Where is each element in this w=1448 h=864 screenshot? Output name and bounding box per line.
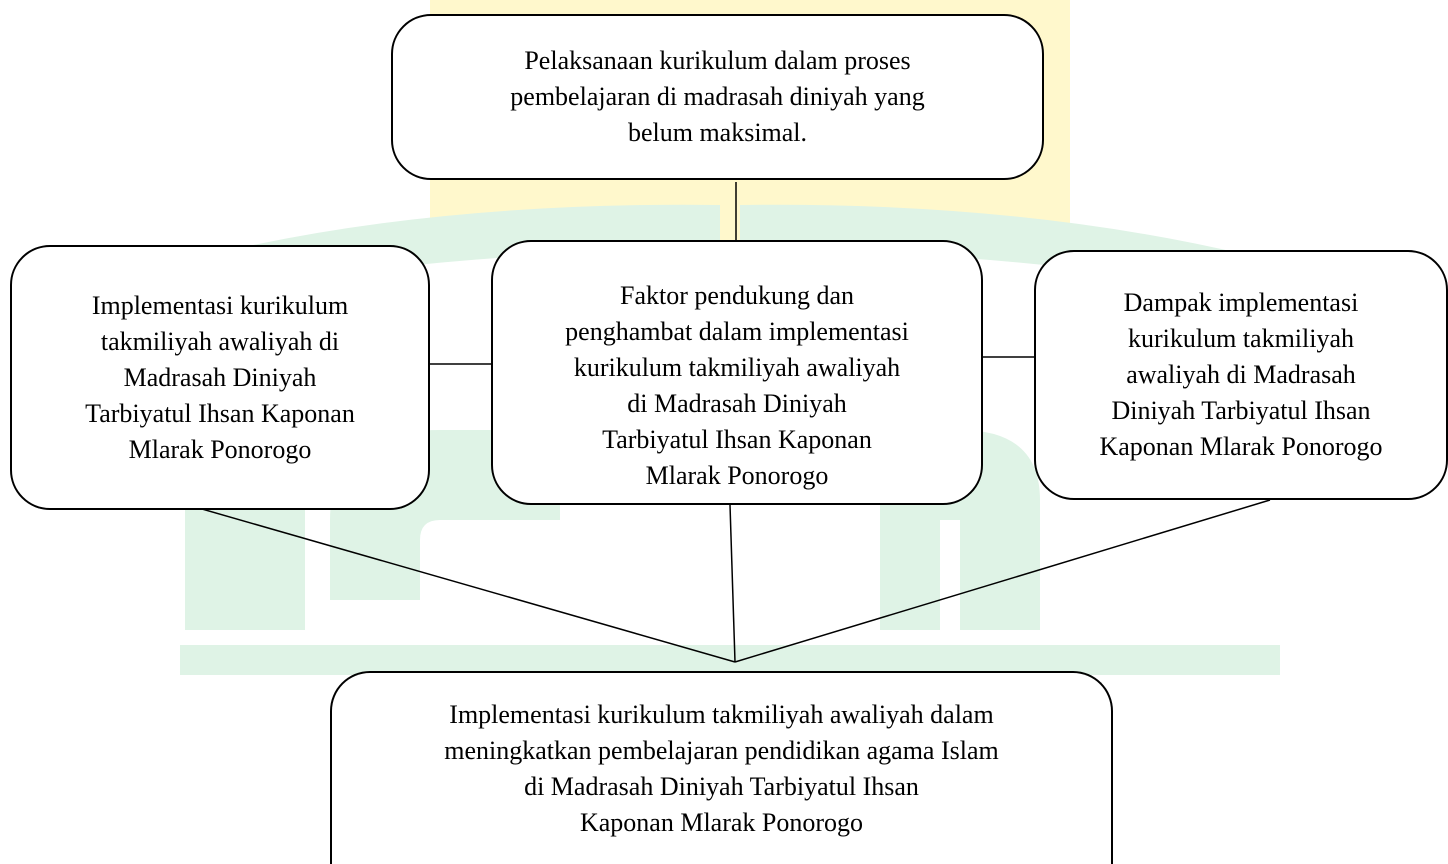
- node-implementation: Implementasi kurikulum takmiliyah awaliy…: [10, 245, 430, 510]
- connector-right-bottom: [734, 499, 1271, 663]
- connector-left-bottom: [194, 506, 736, 663]
- connector-center-bottom: [729, 504, 736, 663]
- node-problem: Pelaksanaan kurikulum dalam proses pembe…: [391, 14, 1044, 180]
- node-conclusion: Implementasi kurikulum takmiliyah awaliy…: [330, 671, 1113, 864]
- node-conclusion-text: Implementasi kurikulum takmiliyah awaliy…: [444, 699, 999, 837]
- node-factors-text: Faktor pendukung dan penghambat dalam im…: [565, 281, 909, 490]
- node-impact: Dampak implementasi kurikulum takmiliyah…: [1034, 250, 1448, 500]
- node-impact-text: Dampak implementasi kurikulum takmiliyah…: [1099, 288, 1383, 461]
- node-implementation-text: Implementasi kurikulum takmiliyah awaliy…: [85, 290, 355, 464]
- node-factors: Faktor pendukung dan penghambat dalam im…: [491, 240, 983, 505]
- node-problem-text: Pelaksanaan kurikulum dalam proses pembe…: [510, 46, 925, 147]
